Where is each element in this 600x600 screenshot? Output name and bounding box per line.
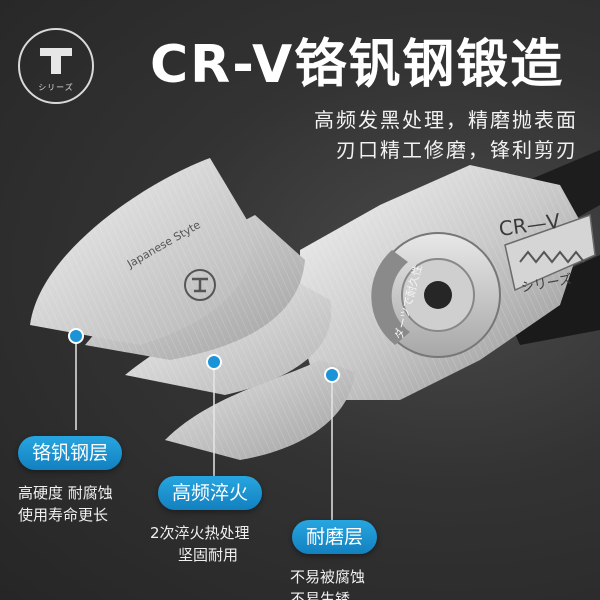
layer-label-2: 高频淬火 xyxy=(158,476,263,510)
layer-3-blade xyxy=(165,360,355,460)
subtitle-line-2: 刃口精工修磨，锋利剪刃 xyxy=(336,138,578,162)
plier-jaw xyxy=(504,213,596,292)
brand-logo: シリーズ xyxy=(18,28,94,104)
layer-desc-3-line-1: 不易被腐蚀 xyxy=(290,568,366,586)
logo-caption: シリーズ xyxy=(38,83,74,92)
subtitle-line-1: 高频发黑处理，精磨抛表面 xyxy=(314,108,578,132)
headline: CR-V铬钒钢锻造 xyxy=(150,35,565,95)
layer-label-3: 耐磨层 xyxy=(292,520,378,554)
layer-dot-3 xyxy=(324,367,340,383)
blade-emblem-icon xyxy=(184,269,216,301)
layer-label-1: 铬钒钢层 xyxy=(18,436,123,470)
layer-desc-3-line-2: 不易生锈 xyxy=(290,590,351,600)
layer-1-blade xyxy=(30,158,253,345)
layer-desc-1-line-1: 高硬度 耐腐蚀 xyxy=(18,484,113,502)
layer-desc-1-line-2: 使用寿命更长 xyxy=(18,506,109,524)
t-emblem-icon xyxy=(40,48,72,74)
layer-desc-2-line-2: 坚固耐用 xyxy=(178,546,239,564)
plier-pivot-hole xyxy=(424,281,452,309)
layer-desc-2-line-1: 2次淬火热处理 xyxy=(150,524,250,542)
layer-dot-2 xyxy=(206,354,222,370)
ring-label-band xyxy=(371,250,410,345)
layer-dot-1 xyxy=(68,328,84,344)
